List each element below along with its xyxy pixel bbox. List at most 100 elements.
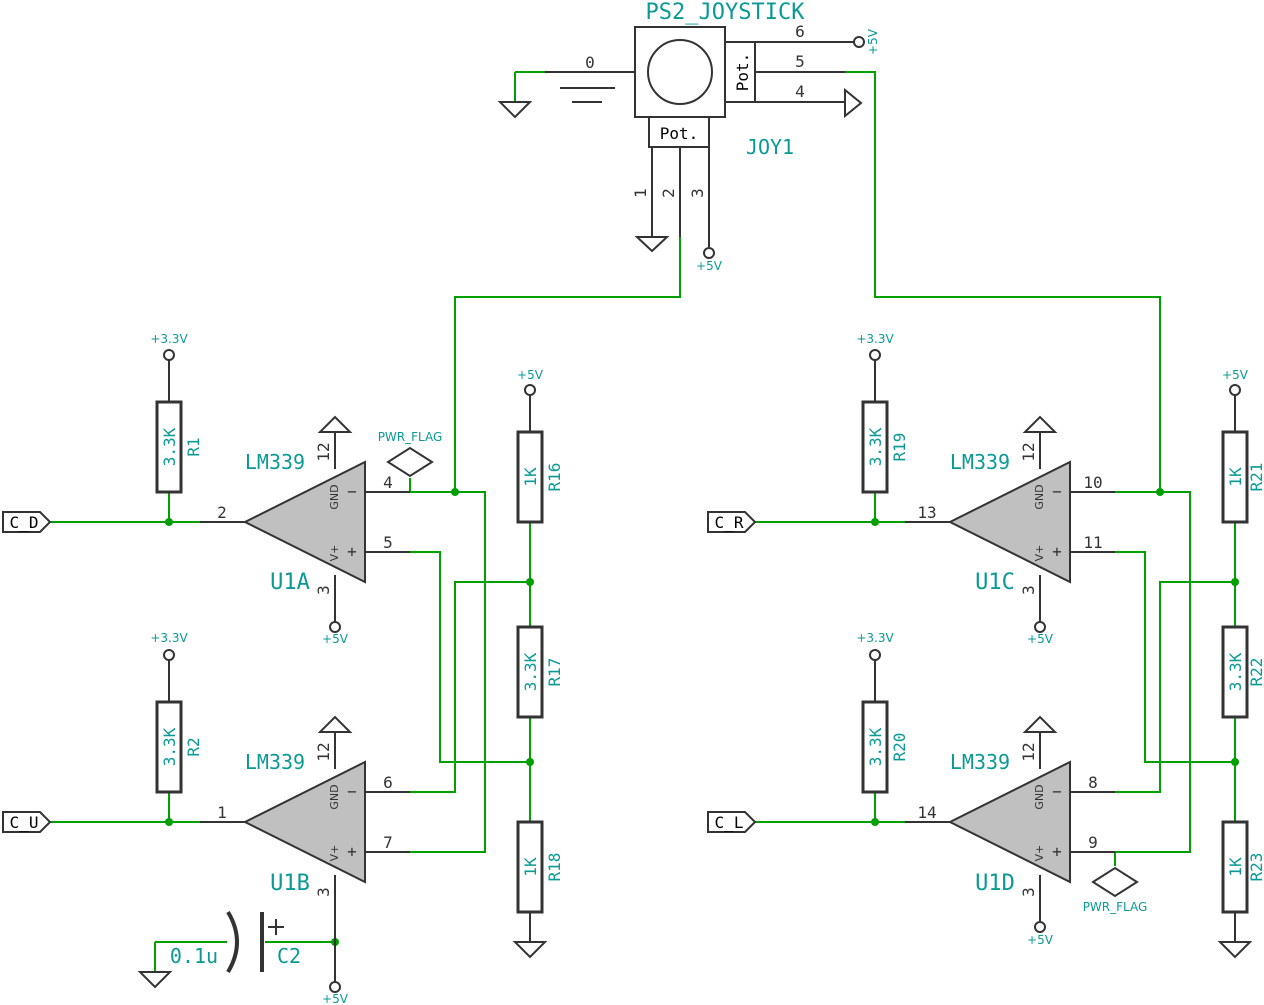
power-label: +3.3V xyxy=(150,631,188,645)
u1d-pin-plus: 9 xyxy=(1088,833,1098,852)
net-label-c-u xyxy=(2,811,52,833)
r18-ref: R18 xyxy=(545,853,564,882)
u1c-ref: U1C xyxy=(975,570,1015,595)
pwr-flag-label: PWR_FLAG xyxy=(378,430,443,444)
power-pin-icon xyxy=(703,247,715,259)
u1a-minus-sign: − xyxy=(347,482,357,501)
joystick-bottom-pot xyxy=(648,116,710,148)
resistor-r22 xyxy=(1221,625,1249,719)
power-pin-icon xyxy=(1034,621,1046,633)
power-pin-icon xyxy=(524,384,536,396)
power-label: +5V xyxy=(866,28,880,55)
power-label: +5V xyxy=(1027,632,1054,646)
power-pin-icon xyxy=(869,349,881,361)
power-label: +5V xyxy=(517,368,544,382)
pwr-flag-label: PWR_FLAG xyxy=(1083,900,1148,914)
r2-value: 3.3K xyxy=(160,727,179,766)
r22-ref: R22 xyxy=(1247,658,1264,687)
u1b-plus-sign: + xyxy=(347,842,357,861)
power-label: +3.3V xyxy=(150,332,188,346)
u1d-plus-sign: + xyxy=(1052,842,1062,861)
r19-value: 3.3K xyxy=(866,427,885,466)
resistor-r2 xyxy=(155,660,183,794)
u1b-pin-plus: 7 xyxy=(383,833,393,852)
ground-icon xyxy=(512,941,548,959)
power-pin-icon xyxy=(329,981,341,993)
power-label: +5V xyxy=(322,992,349,1005)
comparator-u1d xyxy=(905,715,1139,933)
comparator-u1b xyxy=(200,715,410,993)
joystick-pin-2: 2 xyxy=(659,188,678,198)
r1-ref: R1 xyxy=(184,437,203,456)
ground-icon xyxy=(1217,941,1253,959)
vcc-arrow-icon xyxy=(1022,415,1058,433)
joystick-pin-4: 4 xyxy=(795,82,805,101)
net-label-c-l xyxy=(707,811,757,833)
power-pin-icon xyxy=(329,621,341,633)
u1b-pin-gnd: 3 xyxy=(314,887,333,897)
net-label-c-r xyxy=(707,511,757,533)
u1c-pin-minus: 10 xyxy=(1083,473,1102,492)
comparator-u1a xyxy=(200,415,434,633)
u1c-pin-plus: 11 xyxy=(1083,533,1102,552)
ground-icon xyxy=(634,236,670,253)
u1b-pin-minus: 6 xyxy=(383,773,393,792)
resistor-r1 xyxy=(155,360,183,494)
u1a-gnd-label: GND xyxy=(328,484,341,509)
joystick-power xyxy=(497,36,865,259)
power-pin-icon xyxy=(1034,921,1046,933)
c2-ref: C2 xyxy=(277,944,301,968)
u1b-vplus-label: V+ xyxy=(328,845,341,862)
u1c-pin-gnd: 3 xyxy=(1019,585,1038,595)
joystick-side-pot-label: Pot. xyxy=(733,53,752,92)
r21-value: 1K xyxy=(1226,467,1245,487)
pwr-flag-icon xyxy=(1091,866,1139,898)
u1d-gnd-label: GND xyxy=(1033,784,1046,809)
resistor-r16 xyxy=(516,395,544,524)
u1a-plus-sign: + xyxy=(347,542,357,561)
vcc-arrow-icon xyxy=(317,715,353,733)
output-arrow-icon xyxy=(844,87,863,119)
r17-value: 3.3K xyxy=(521,652,540,691)
r18-value: 1K xyxy=(521,857,540,877)
net-c-u-text: C_U xyxy=(10,813,39,832)
u1b-part: LM339 xyxy=(245,750,305,774)
capacitor-c2 xyxy=(137,910,284,989)
u1c-vplus-label: V+ xyxy=(1033,545,1046,562)
net-label-c-d xyxy=(2,511,52,533)
power-label: +5V xyxy=(696,259,723,273)
u1d-ref: U1D xyxy=(975,871,1015,896)
r20-value: 3.3K xyxy=(866,727,885,766)
power-symbols xyxy=(163,349,1241,661)
power-pin-icon xyxy=(1229,384,1241,396)
resistor-r18 xyxy=(512,820,548,959)
net-c-l-text: C_L xyxy=(715,813,744,832)
power-label: +3.3V xyxy=(856,631,894,645)
u1a-pin-in: 2 xyxy=(217,503,227,522)
joystick-name: PS2_JOYSTICK xyxy=(646,0,806,25)
u1b-minus-sign: − xyxy=(347,782,357,801)
u1a-pin-plus: 5 xyxy=(383,533,393,552)
resistor-r20 xyxy=(861,660,889,794)
u1a-pin-minus: 4 xyxy=(383,473,393,492)
power-label: +5V xyxy=(322,632,349,646)
r1-value: 3.3K xyxy=(160,427,179,466)
r16-ref: R16 xyxy=(545,463,564,492)
u1c-plus-sign: + xyxy=(1052,542,1062,561)
pwr-flag-icon xyxy=(386,446,434,478)
resistor-r19 xyxy=(861,360,889,494)
vcc-arrow-icon xyxy=(317,415,353,433)
vcc-arrow-icon xyxy=(1022,715,1058,733)
u1c-part: LM339 xyxy=(950,450,1010,474)
joystick-side-pot xyxy=(724,41,756,103)
r20-ref: R20 xyxy=(890,733,909,762)
u1c-pin-vcc: 12 xyxy=(1019,442,1038,461)
comparator-u1c xyxy=(905,415,1115,633)
ground-icon xyxy=(497,101,533,119)
joystick-ref: JOY1 xyxy=(746,135,794,159)
u1b-pin-in: 1 xyxy=(217,803,227,822)
joystick-pot-label: Pot. xyxy=(660,124,699,143)
u1b-gnd-label: GND xyxy=(328,784,341,809)
net-c-r-text: C_R xyxy=(715,513,744,532)
